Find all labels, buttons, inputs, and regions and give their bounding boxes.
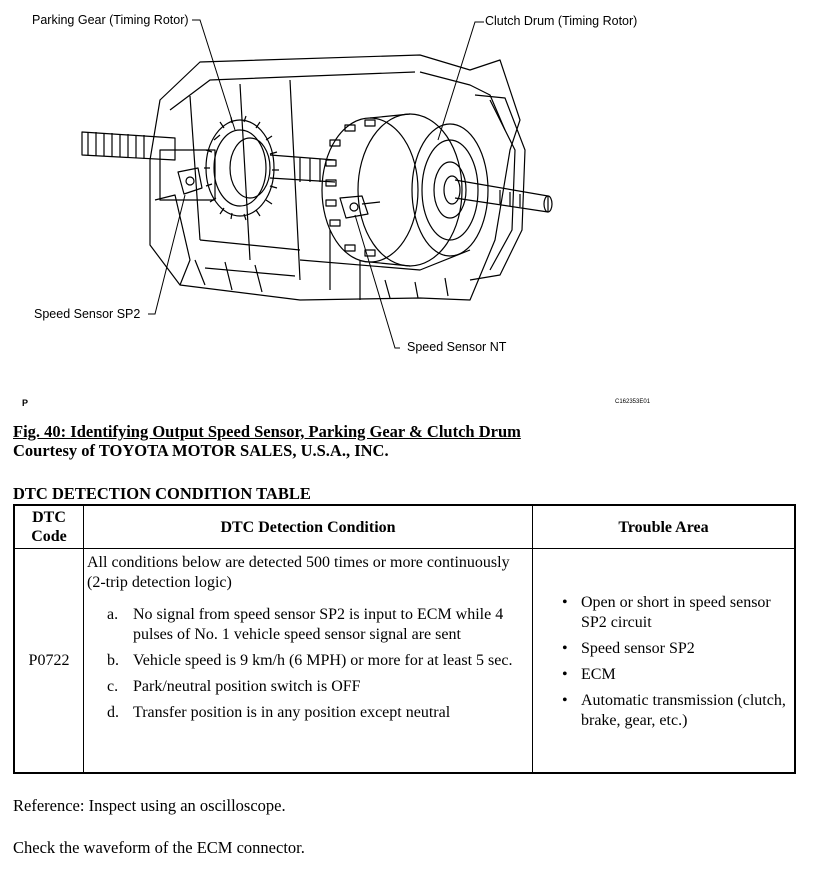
list-item: d. Transfer position is in any position e… xyxy=(87,703,528,723)
reference-note: Reference: Inspect using an oscilloscope… xyxy=(13,796,286,815)
condition-text: No signal from speed sensor SP2 is input… xyxy=(133,606,504,643)
condition-text: Park/neutral position switch is OFF xyxy=(133,678,361,695)
trouble-area-cell: Open or short in speed sensor SP2 circui… xyxy=(532,548,796,774)
list-marker: c. xyxy=(107,678,119,695)
table-title: DTC DETECTION CONDITION TABLE xyxy=(13,484,311,503)
table-row: P0722 All conditions below are detected … xyxy=(13,548,796,774)
list-marker: b. xyxy=(107,652,119,669)
condition-text: Vehicle speed is 9 km/h (6 MPH) or more … xyxy=(133,652,513,669)
dtc-detection-table: DTC Code DTC Detection Condition Trouble… xyxy=(13,504,796,774)
transmission-figure xyxy=(0,0,830,415)
list-item: b. Vehicle speed is 9 km/h (6 MPH) or mor… xyxy=(87,651,528,671)
header-dtc-code-line2: Code xyxy=(31,528,67,545)
condition-text: Transfer position is in any position exc… xyxy=(133,704,451,721)
figure-courtesy: Courtesy of TOYOTA MOTOR SALES, U.S.A., … xyxy=(13,441,389,460)
list-item: Speed sensor SP2 xyxy=(561,639,786,659)
header-dtc-code-line1: DTC xyxy=(32,509,66,526)
list-marker: a. xyxy=(107,606,119,623)
trouble-area-list: Open or short in speed sensor SP2 circui… xyxy=(561,593,786,731)
list-item: c. Park/neutral position switch is OFF xyxy=(87,677,528,697)
detection-condition-cell: All conditions below are detected 500 ti… xyxy=(83,548,533,774)
speed-sensor-nt-callout: Speed Sensor NT xyxy=(407,340,507,354)
header-trouble-area: Trouble Area xyxy=(532,504,796,549)
dtc-code-cell: P0722 xyxy=(13,548,84,774)
figure-image-code: C162353E01 xyxy=(615,399,651,405)
figure-corner-letter: P xyxy=(22,398,29,408)
transmission-illustration xyxy=(81,19,553,349)
list-item: ECM xyxy=(561,665,786,685)
clutch-drum-callout: Clutch Drum (Timing Rotor) xyxy=(485,14,638,28)
list-marker: d. xyxy=(107,704,119,721)
header-detection-condition: DTC Detection Condition xyxy=(83,504,533,549)
list-item: Automatic transmission (clutch, brake, g… xyxy=(561,691,786,731)
check-note: Check the waveform of the ECM connector. xyxy=(13,838,305,857)
header-dtc-code: DTC Code xyxy=(13,504,84,549)
list-item: a. No signal from speed sensor SP2 is inp… xyxy=(87,605,528,645)
condition-intro: All conditions below are detected 500 ti… xyxy=(87,554,510,591)
condition-list: a. No signal from speed sensor SP2 is inp… xyxy=(87,605,528,723)
figure-caption: Fig. 40: Identifying Output Speed Sensor… xyxy=(13,422,521,441)
speed-sensor-sp2-callout: Speed Sensor SP2 xyxy=(34,307,141,321)
parking-gear-callout: Parking Gear (Timing Rotor) xyxy=(32,13,189,27)
list-item: Open or short in speed sensor SP2 circui… xyxy=(561,593,786,633)
table-header-row: DTC Code DTC Detection Condition Trouble… xyxy=(13,504,796,549)
